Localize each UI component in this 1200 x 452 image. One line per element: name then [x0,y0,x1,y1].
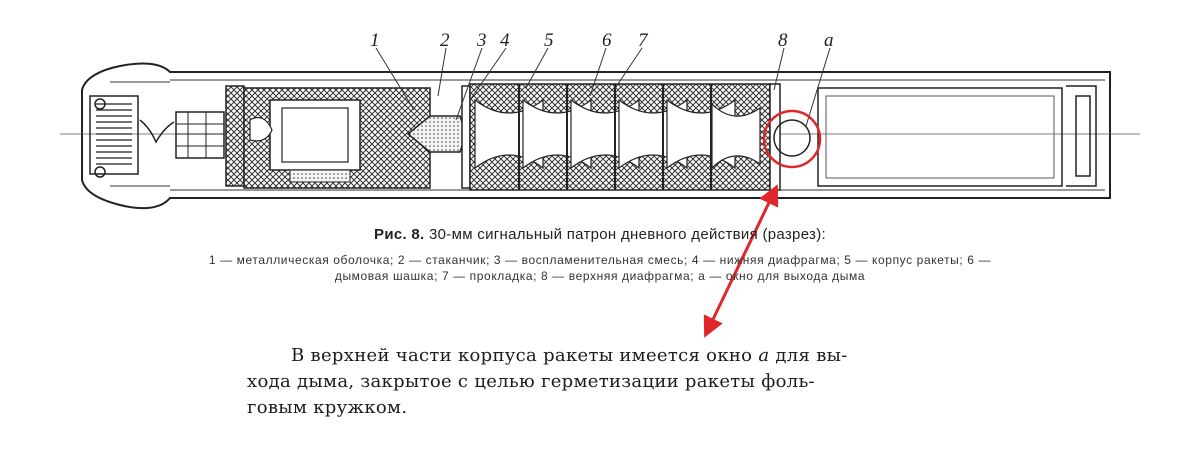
upper-compartment [817,85,1097,187]
part-number-4: 4 [500,30,510,51]
paragraph-line: хода дыма, закрытое с целью герметизации… [247,371,815,392]
part-number-3: 3 [476,30,487,51]
legend-line: дымовая шашка; 7 — прокладка; 8 — верхня… [334,269,866,283]
igniter-mix [406,115,467,153]
body-paragraph: В верхней части корпуса ракеты имеется о… [247,343,967,421]
paragraph-line: В верхней части корпуса ракеты имеется о… [247,343,967,369]
cup [243,87,431,189]
upper-diaphragm [769,83,781,191]
bulkhead [225,85,245,187]
part-number-2: 2 [440,30,450,51]
gasket-lines [518,84,712,190]
highlight-circle [762,109,822,169]
smoke-charge-cavities [474,98,761,170]
figure-caption: Рис. 8. 30-мм сигнальный патрон дневного… [0,226,1200,243]
highlight-arrow [703,184,779,338]
paragraph-text: В верхней части корпуса ракеты имеется о… [291,345,759,366]
part-number-6: 6 [602,30,612,51]
rocket-body [469,83,771,191]
caption-prefix: Рис. 8. [374,226,425,243]
figure-legend: 1 — металлическая оболочка; 2 — стаканчи… [30,252,1170,284]
primer-assembly [89,95,225,178]
part-number-5: 5 [544,30,554,51]
leader-lines [375,47,831,127]
paragraph-line: говым кружком. [247,397,408,418]
part-number-1: 1 [370,30,380,51]
part-letter-a: a [824,30,834,51]
part-number-7: 7 [638,30,649,51]
window-letter: a [758,345,770,366]
smoke-window [773,119,811,157]
caption-text: 30-мм сигнальный патрон дневного действи… [424,226,826,243]
part-number-8: 8 [778,30,788,51]
legend-line: 1 — металлическая оболочка; 2 — стаканчи… [208,253,992,267]
paragraph-text: для вы- [769,345,848,366]
